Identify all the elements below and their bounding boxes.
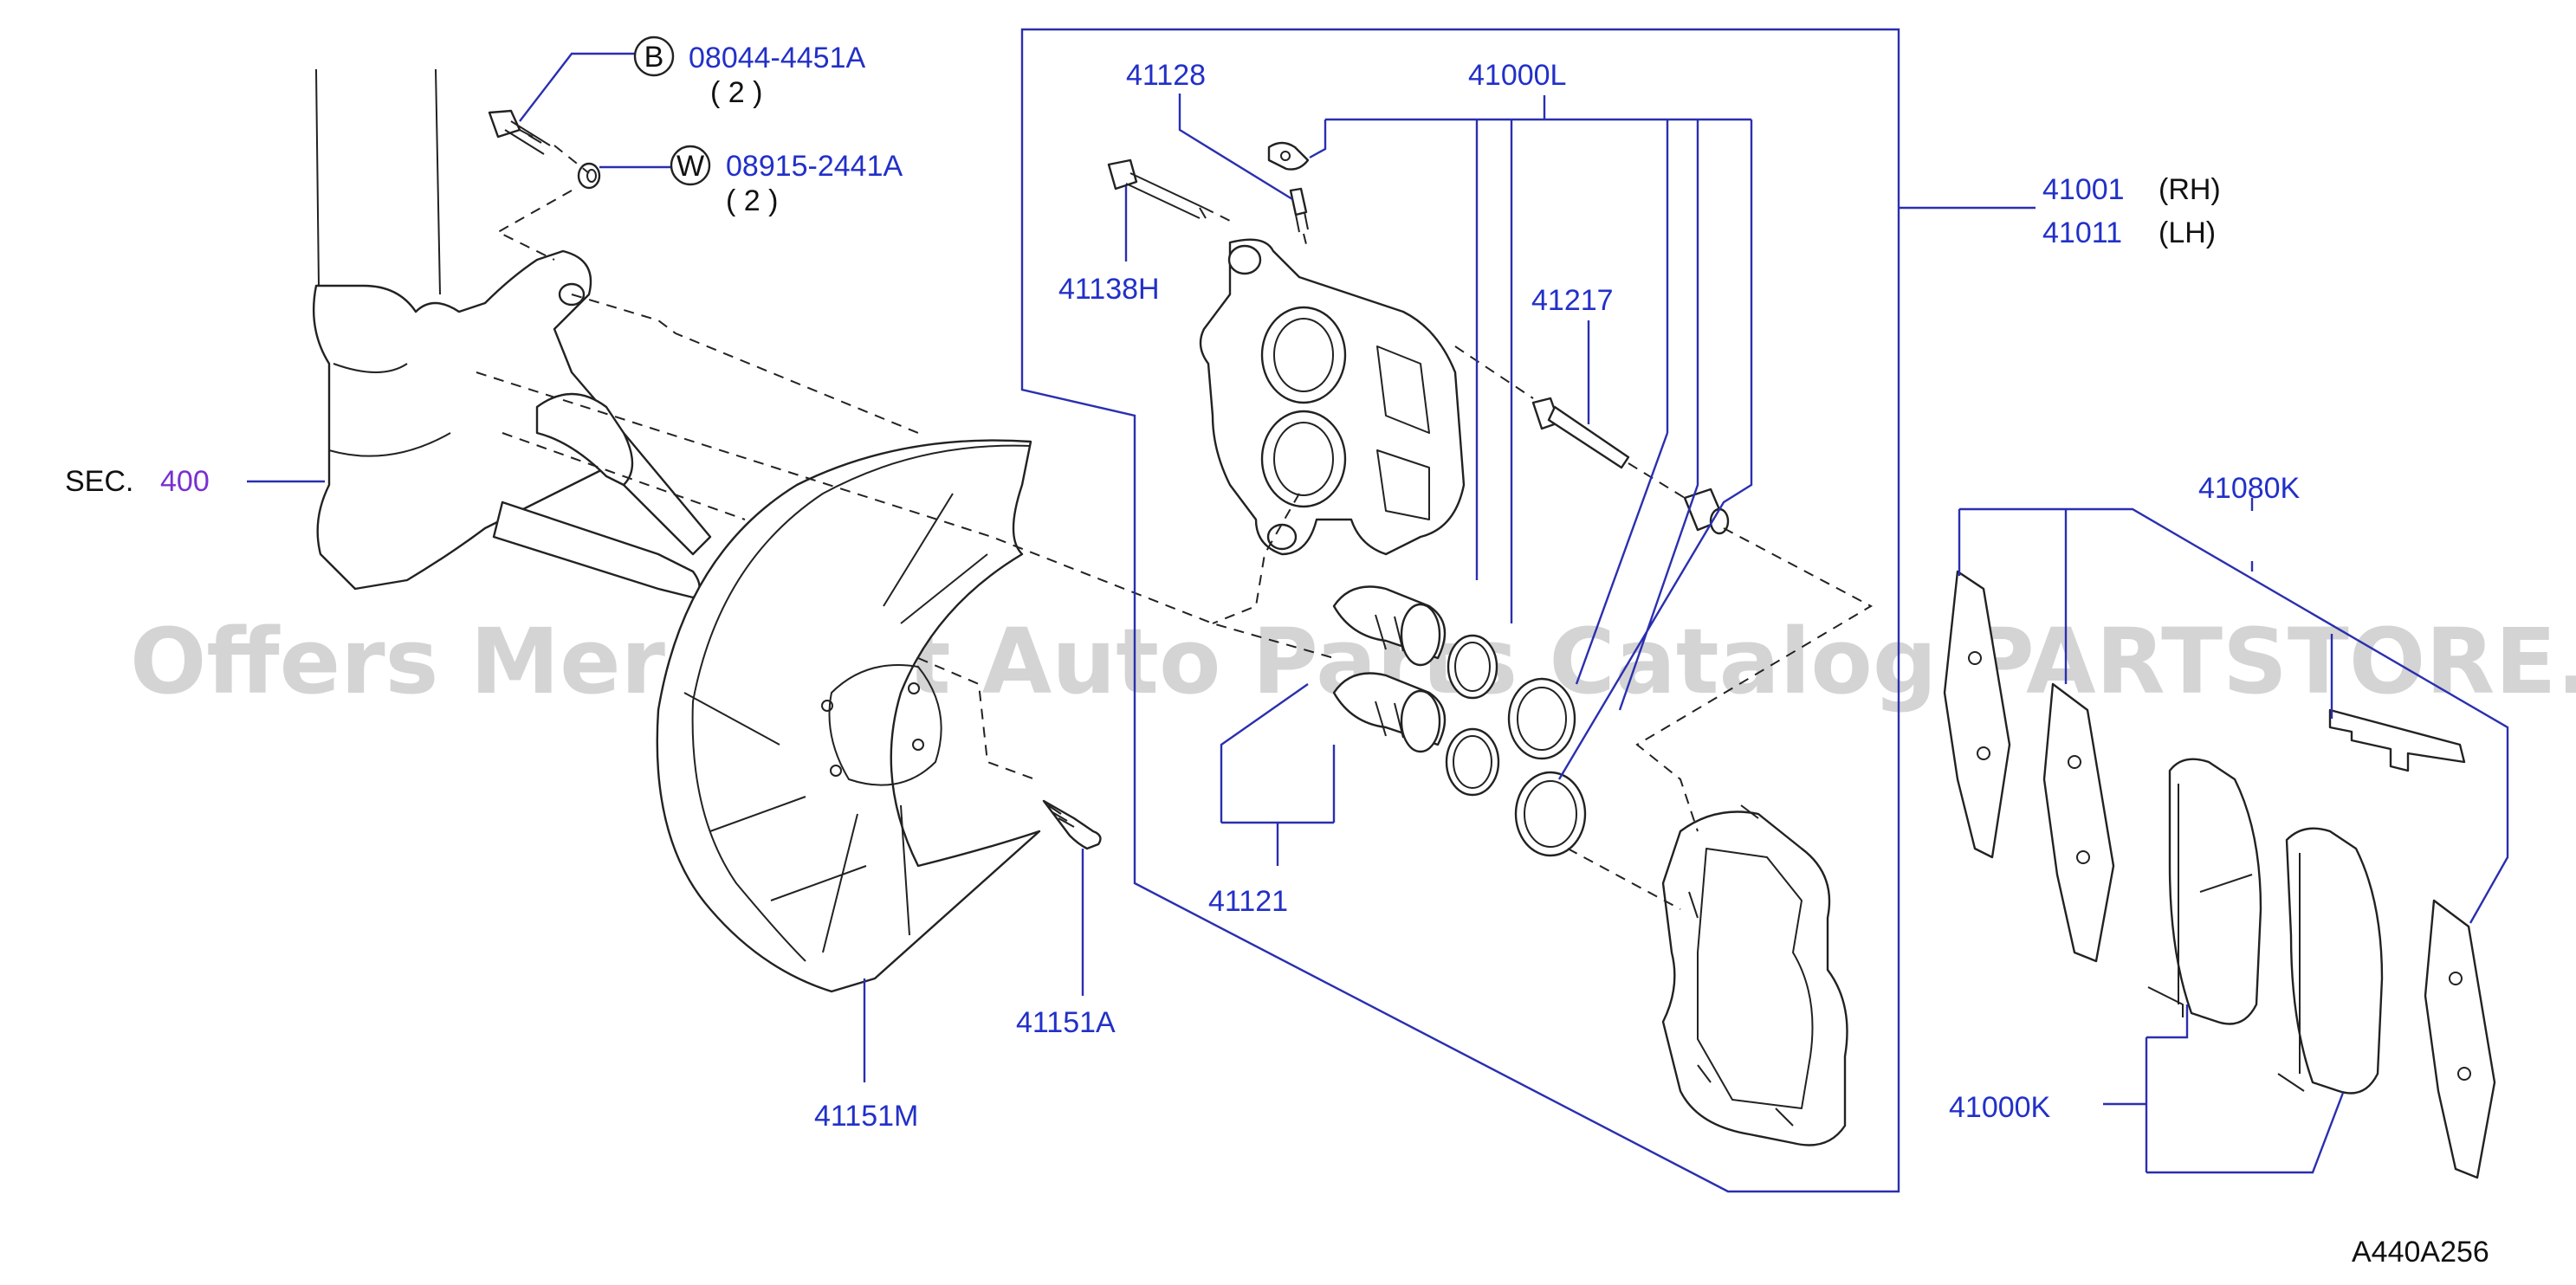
caliper-housing [1199, 238, 1466, 556]
diagram-id: A440A256 [2352, 1236, 2489, 1269]
label-08044-4451A[interactable]: 08044-4451A [689, 42, 866, 74]
label-41121[interactable]: 41121 [1208, 885, 1288, 918]
badge-b: B [633, 36, 675, 77]
piston-seals [1445, 634, 1587, 857]
label-sec-400[interactable]: 400 [160, 465, 210, 498]
brake-pads [2147, 758, 2384, 1095]
label-41080K[interactable]: 41080K [2198, 472, 2301, 505]
brake-dust-shield [656, 439, 1041, 993]
bleeder-screw [1267, 141, 1310, 233]
label-41138H[interactable]: 41138H [1058, 273, 1160, 306]
label-41000K[interactable]: 41000K [1949, 1091, 2051, 1124]
label-41151A[interactable]: 41151A [1016, 1006, 1116, 1039]
pin-boot [1683, 488, 1730, 535]
slide-pin [1531, 397, 1630, 469]
label-sec-prefix: SEC. [65, 465, 133, 498]
label-41128[interactable]: 41128 [1126, 59, 1206, 92]
label-41001[interactable]: 41001 [2042, 173, 2125, 206]
caliper-bracket [1661, 804, 1848, 1146]
badge-w-letter: W [676, 150, 704, 183]
assembly-dashed-lines [476, 145, 1874, 910]
caliper-pistons [1332, 585, 1447, 753]
label-lh: (LH) [2159, 216, 2216, 249]
label-rh: (RH) [2159, 173, 2221, 206]
label-41217[interactable]: 41217 [1531, 284, 1614, 317]
label-bolt-qty: ( 2 ) [710, 76, 762, 109]
badge-w: W [670, 145, 711, 186]
leader-lines [247, 28, 2509, 1193]
label-41000L[interactable]: 41000L [1468, 59, 1566, 92]
label-08915-2441A[interactable]: 08915-2441A [726, 150, 903, 183]
label-41011[interactable]: 41011 [2042, 216, 2122, 249]
caliper-pin-bolt [1107, 158, 1207, 219]
label-washer-qty: ( 2 ) [726, 184, 778, 217]
mounting-bolt-part [488, 109, 551, 155]
label-41151M[interactable]: 41151M [814, 1100, 918, 1133]
badge-b-letter: B [644, 41, 664, 74]
steering-knuckle [312, 68, 712, 599]
lock-washer-part [577, 162, 601, 190]
pad-shims [1943, 570, 2496, 1179]
shield-screw-part [1042, 799, 1102, 850]
